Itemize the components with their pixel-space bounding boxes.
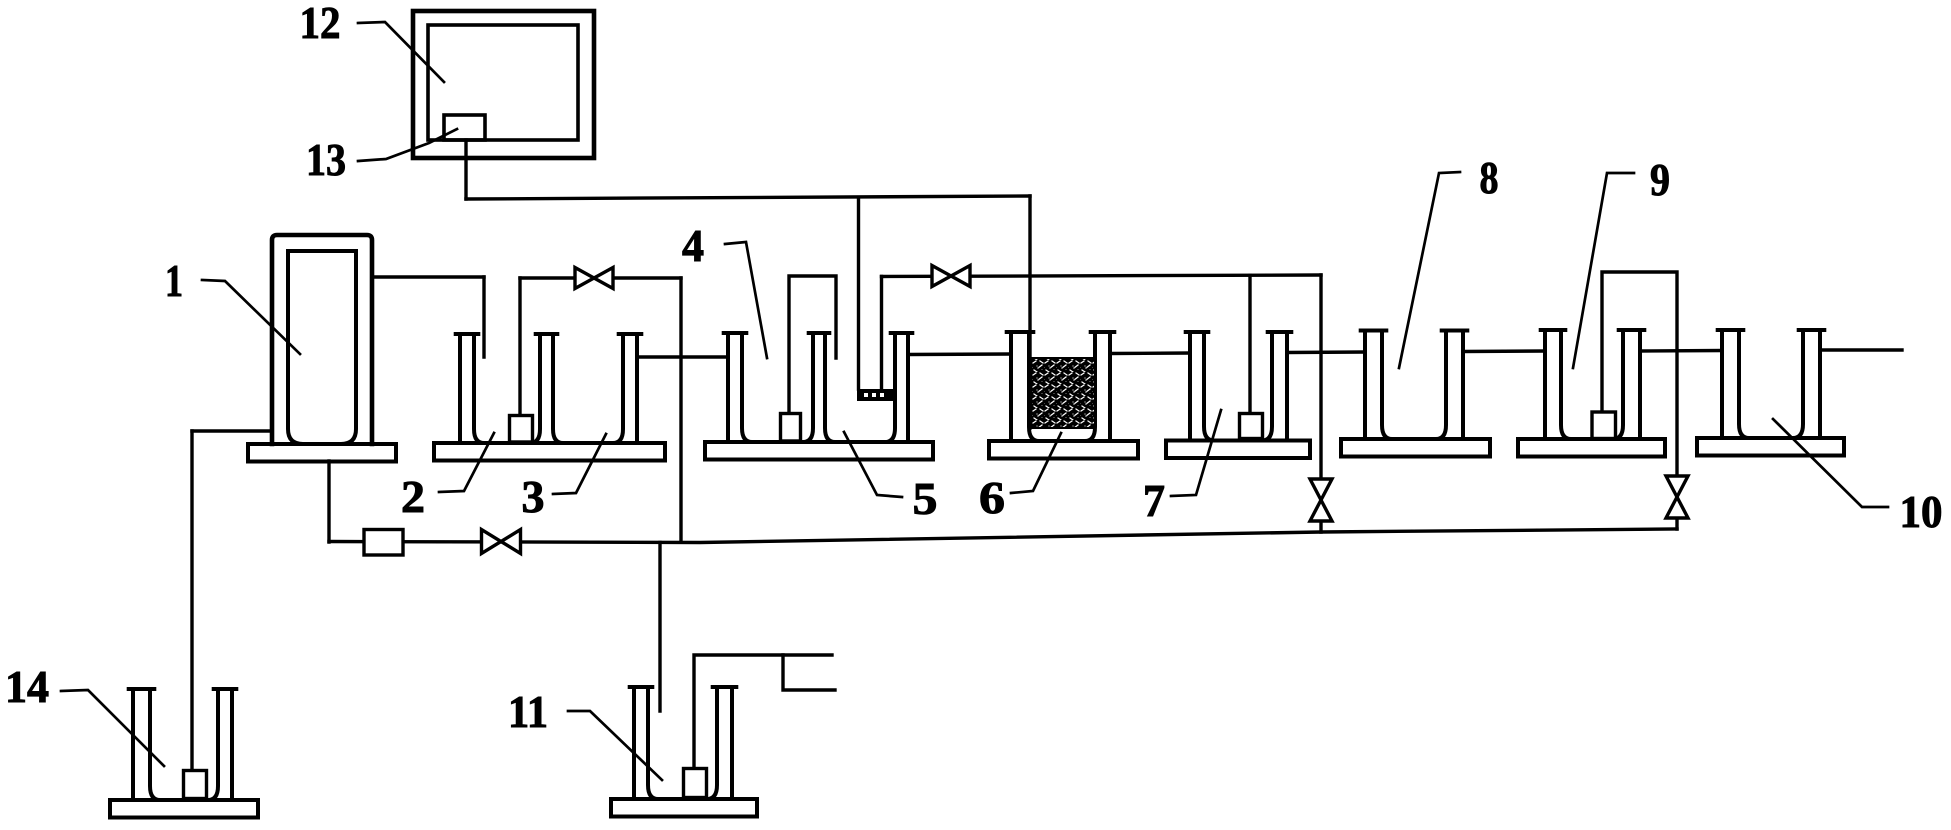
svg-text:7: 7 [1143, 475, 1165, 526]
svg-text:1: 1 [165, 255, 183, 306]
svg-text:11: 11 [508, 686, 548, 737]
svg-text:3: 3 [522, 471, 545, 522]
svg-text:2: 2 [401, 471, 425, 522]
svg-text:9: 9 [1650, 154, 1670, 205]
svg-text:10: 10 [1900, 486, 1943, 537]
svg-text:5: 5 [913, 473, 938, 524]
svg-text:4: 4 [682, 220, 704, 271]
svg-text:14: 14 [5, 661, 49, 712]
svg-text:6: 6 [979, 472, 1005, 523]
svg-text:13: 13 [306, 134, 346, 185]
svg-text:8: 8 [1480, 152, 1499, 203]
svg-text:12: 12 [300, 0, 341, 48]
